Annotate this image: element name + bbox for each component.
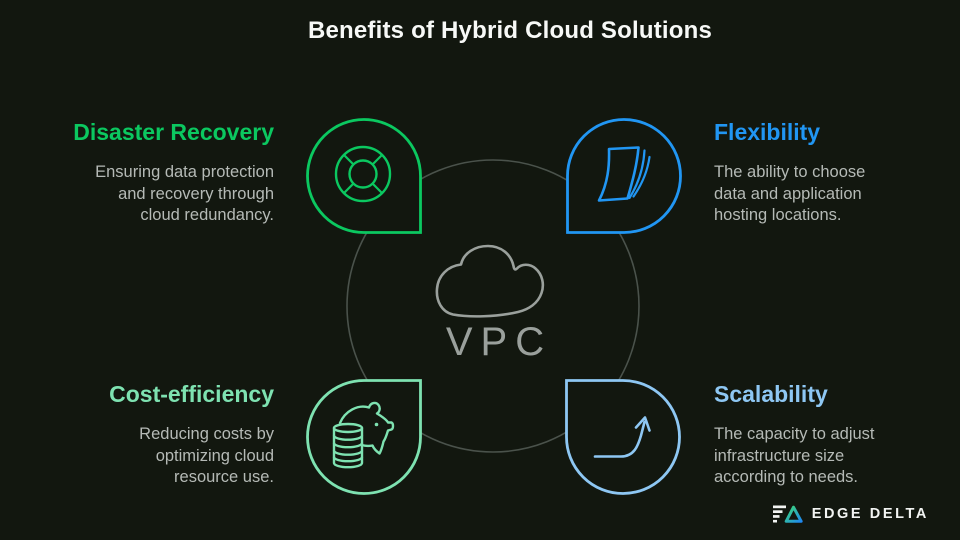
quadrant-heading-scalability: Scalability: [714, 381, 828, 407]
description-line: Ensuring data protection: [95, 163, 274, 181]
description-line: The capacity to adjust: [714, 425, 875, 443]
cloud-icon: [435, 244, 545, 318]
quadrant-disaster-recovery: Disaster Recovery Ensuring data protecti…: [0, 118, 274, 227]
quadrant-heading-disaster-recovery: Disaster Recovery: [73, 119, 274, 145]
flexible-pages-icon: [566, 118, 682, 234]
quadrant-cost-efficiency: Cost-efficiency Reducing costs by optimi…: [0, 380, 274, 489]
growth-arrow-icon: [565, 379, 681, 495]
quadrant-flexibility: Flexibility The ability to choose data a…: [714, 118, 960, 227]
page-title: Benefits of Hybrid Cloud Solutions: [307, 17, 713, 44]
description-line: optimizing cloud: [155, 446, 274, 465]
quadrant-description: Ensuring data protection and recovery th…: [0, 162, 274, 227]
quadrant-heading-flexibility: Flexibility: [714, 119, 821, 145]
vpc-label: VPC: [445, 320, 553, 364]
quadrant-description: Reducing costs by optimizing cloud resou…: [0, 424, 274, 489]
description-line: according to needs.: [714, 468, 859, 486]
description-line: cloud redundancy.: [140, 206, 274, 224]
edge-delta-mark-icon: [772, 505, 803, 523]
description-line: resource use.: [174, 468, 274, 486]
quadrant-description: The ability to choose data and applicati…: [714, 162, 960, 227]
edge-delta-logo: EDGE DELTA: [772, 504, 929, 524]
quadrant-heading-cost-efficiency: Cost-efficiency: [109, 381, 274, 407]
description-line: data and application: [714, 184, 862, 203]
description-line: hosting locations.: [714, 206, 842, 224]
description-line: and recovery through: [118, 184, 274, 203]
quadrant-description: The capacity to adjust infrastructure si…: [714, 424, 960, 489]
description-line: infrastructure size: [714, 446, 845, 465]
description-line: Reducing costs by: [139, 425, 274, 443]
quadrant-scalability: Scalability The capacity to adjust infra…: [714, 380, 960, 489]
description-line: The ability to choose: [714, 163, 866, 181]
lifebuoy-icon: [306, 118, 422, 234]
piggy-bank-icon: [306, 379, 422, 495]
edge-delta-wordmark: EDGE DELTA: [811, 506, 929, 522]
